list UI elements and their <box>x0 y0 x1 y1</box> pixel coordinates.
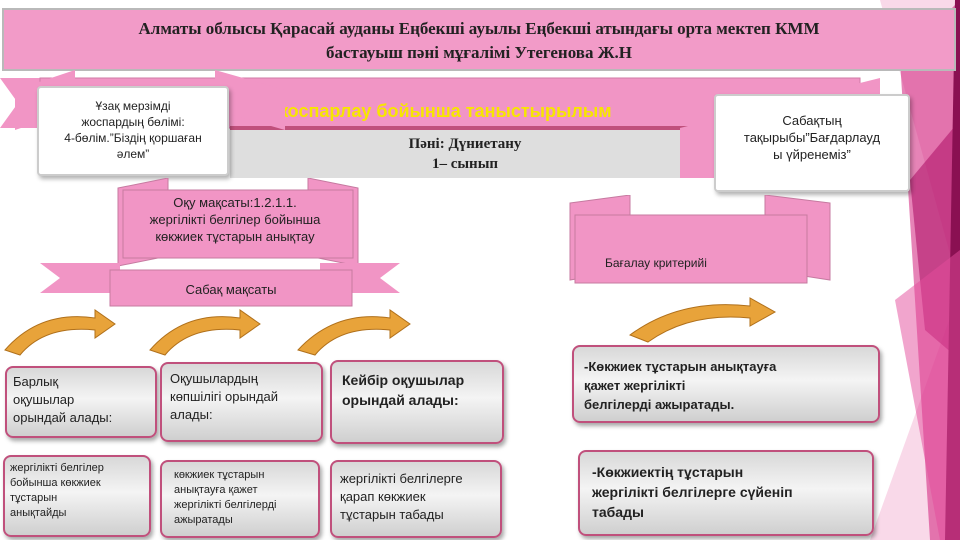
subject-name: Пәні: Дүниетану <box>408 136 522 152</box>
group-some-line1: Кейбір оқушылар <box>342 372 465 388</box>
task-box-3: жергілікті белгілерге қарап көкжиек тұст… <box>330 460 502 538</box>
task-1-line4: анықтайды <box>10 507 67 519</box>
arrow-icons <box>4 309 411 356</box>
learning-goal-line2: жергілікті белгілер бойынша <box>149 212 321 227</box>
task-box-2: көкжиек тұстарын анықтауға қажет жергілі… <box>160 460 320 538</box>
school-title-line1: Алматы облысы Қарасай ауданы Еңбекші ауы… <box>138 19 820 38</box>
school-title: Алматы облысы Қарасай ауданы Еңбекші ауы… <box>2 8 956 71</box>
task-box-1: жергілікті белгілер бойынша көкжиек тұст… <box>3 455 151 537</box>
lesson-topic-box: Сабақтың тақырыбы”Бағдарлауд ы үйренеміз… <box>714 94 910 192</box>
group-most-line1: Оқушылардың <box>170 371 258 386</box>
group-box-most: Оқушылардың көпшілігі орындай алады: <box>160 362 323 442</box>
group-box-some: Кейбір оқушылар орындай алады: <box>330 360 504 444</box>
grade-label: 1– сынып <box>431 156 499 172</box>
criteria-2-line2: жергілікті белгілерге сүйеніп <box>592 484 793 500</box>
task-3-line3: тұстарын табады <box>340 507 444 522</box>
task-2-line2: анықтауға қажет <box>174 484 258 496</box>
group-box-all: Барлық оқушылар орындай алады: <box>5 366 157 438</box>
task-2-line3: жергілікті белгілерді <box>174 499 277 511</box>
task-3-line1: жергілікті белгілерге <box>340 471 463 486</box>
long-term-line3: 4-бөлім.”Біздің қоршаған <box>64 131 202 145</box>
learning-goal-scroll <box>117 178 359 267</box>
long-term-line2: жоспардың бөлімі: <box>81 115 185 129</box>
criteria-2-line3: табады <box>592 504 644 520</box>
curved-arrow-icon <box>149 309 261 356</box>
task-2-line4: ажыратады <box>174 514 233 526</box>
criteria-scroll <box>569 195 831 284</box>
group-all-line3: орындай алады: <box>13 410 113 425</box>
lesson-topic-line1: Сабақтың <box>782 113 842 128</box>
curved-arrow-icon <box>4 309 116 356</box>
group-all-line2: оқушылар <box>13 392 75 407</box>
long-term-line1: Ұзақ мерзімді <box>95 99 171 113</box>
task-1-line1: жергілікті белгілер <box>10 462 104 474</box>
curved-arrow-icon <box>297 309 411 356</box>
school-title-line2: бастауыш пәні мұғалімі Утегенова Ж.Н <box>326 43 632 62</box>
group-some-line2: орындай алады: <box>342 392 459 408</box>
subject-info: Пәні: Дүниетану 1– сынып <box>360 134 570 174</box>
criteria-2-line1: -Көкжиектің тұстарын <box>592 464 744 480</box>
criteria-1-line3: белгілерді ажыратады. <box>584 397 735 412</box>
plan-banner-text: ы жоспарлау бойынша таныстырылым <box>255 101 612 121</box>
curved-arrow-icon <box>628 297 777 343</box>
task-2-line1: көкжиек тұстарын <box>174 469 265 481</box>
lesson-goal-label: Сабақ мақсаты <box>185 282 277 297</box>
long-term-line4: әлем” <box>116 147 150 161</box>
criteria-box-1: -Көкжиек тұстарын анықтауға қажет жергіл… <box>572 345 880 423</box>
criteria-1-line1: -Көкжиек тұстарын анықтауға <box>584 359 777 374</box>
task-1-line2: бойынша көкжиек <box>10 477 101 489</box>
arrow-icons-right <box>628 297 777 343</box>
group-most-line3: алады: <box>170 407 213 422</box>
lesson-topic-line3: ы үйренеміз” <box>773 147 851 162</box>
criteria-1-line2: қажет жергілікті <box>584 378 686 393</box>
lesson-topic-line2: тақырыбы”Бағдарлауд <box>743 130 881 145</box>
criteria-box-2: -Көкжиектің тұстарын жергілікті белгілер… <box>578 450 874 536</box>
group-most-line2: көпшілігі орындай <box>170 389 279 404</box>
group-all-line1: Барлық <box>13 374 59 389</box>
lesson-goal-ribbon <box>40 263 400 307</box>
task-1-line3: тұстарын <box>10 492 58 504</box>
learning-goal-line3: көкжиек тұстарын анықтау <box>155 229 315 244</box>
criteria-title: Бағалау критерийі <box>605 256 707 270</box>
learning-goal: Оқу мақсаты:1.2.1.1. жергілікті белгілер… <box>120 194 350 245</box>
learning-goal-line1: Оқу мақсаты:1.2.1.1. <box>173 195 297 210</box>
long-term-plan-box: Ұзақ мерзімді жоспардың бөлімі: 4-бөлім.… <box>37 86 229 176</box>
task-3-line2: қарап көкжиек <box>340 489 426 504</box>
